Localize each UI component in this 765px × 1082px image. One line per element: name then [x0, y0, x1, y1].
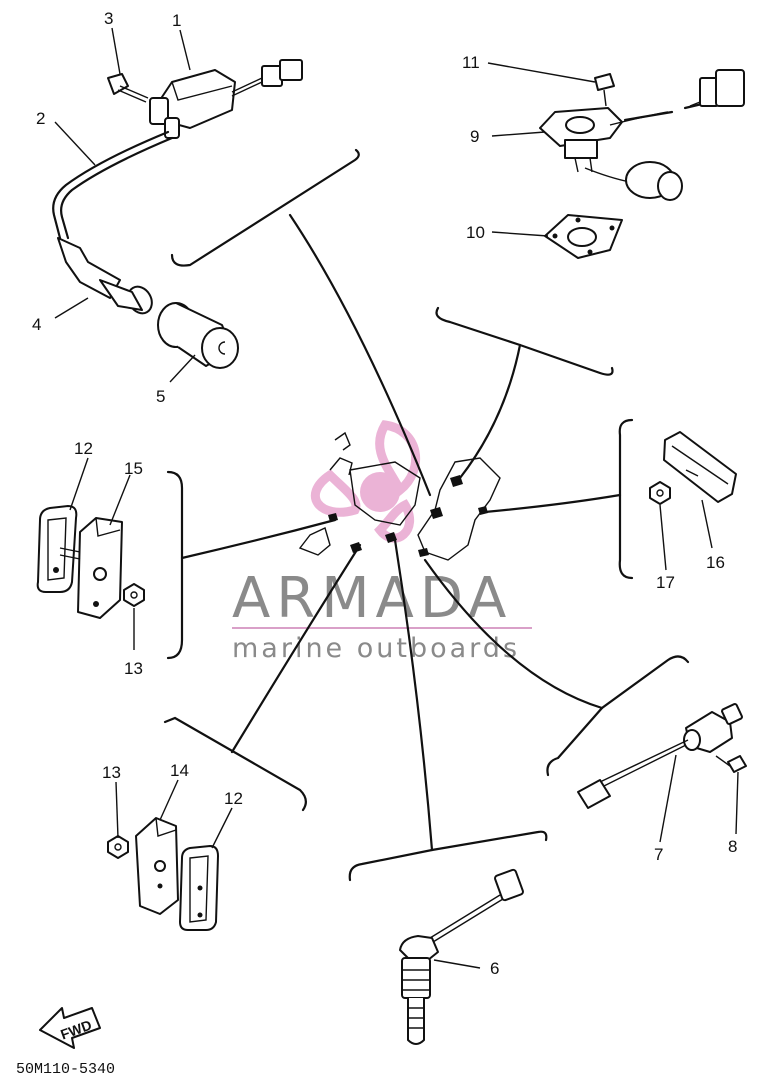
leader-lines	[54, 27, 739, 969]
nut-13-left	[123, 583, 145, 607]
screw-8	[715, 755, 747, 773]
part-label-4: 4	[32, 315, 41, 334]
part-label-12-left: 12	[74, 439, 93, 458]
part-label-5: 5	[156, 387, 165, 406]
part-label-2: 2	[36, 109, 45, 128]
part-label-12-bottom: 12	[224, 789, 243, 808]
engine-outline	[298, 431, 501, 561]
part-label-16: 16	[706, 553, 725, 572]
part-label-10: 10	[466, 223, 485, 242]
bracket-15	[59, 517, 123, 619]
gasket-12-left	[36, 505, 78, 593]
gasket-12-bottom	[179, 845, 219, 931]
gasket-10	[544, 214, 623, 259]
part-label-13-bottom: 13	[102, 763, 121, 782]
part-label-7: 7	[654, 845, 663, 864]
fwd-arrow: FWD	[39, 1007, 101, 1049]
plug-cover-5	[157, 302, 239, 369]
part-label-8: 8	[728, 837, 737, 856]
switch-6	[399, 868, 524, 1045]
nut-17	[649, 481, 671, 505]
watermark-tagline: marine outboards	[232, 633, 520, 664]
armada-logo	[310, 420, 420, 543]
sensor-9	[539, 69, 745, 201]
part-label-1: 1	[172, 11, 181, 30]
part-label-11: 11	[462, 53, 480, 72]
part-label-9: 9	[470, 127, 479, 146]
high-tension-lead	[52, 130, 174, 240]
plate-16	[663, 431, 737, 503]
sensor-7	[577, 703, 743, 809]
ignition-coil	[149, 59, 303, 139]
watermark-brand: ARMADA	[232, 566, 512, 631]
part-label-17: 17	[656, 573, 675, 592]
part-label-13-left: 13	[124, 659, 143, 678]
plug-cap-4	[57, 237, 153, 315]
part-label-14: 14	[170, 761, 189, 780]
screw-11	[594, 73, 615, 107]
diagram-code: 50M110-5340	[16, 1061, 115, 1078]
nut-13-bottom	[107, 835, 129, 859]
group-brackets	[163, 148, 690, 882]
part-label-3: 3	[104, 9, 113, 28]
bolt-3	[107, 73, 149, 103]
part-label-15: 15	[124, 459, 143, 478]
part-label-6: 6	[490, 959, 499, 978]
bracket-14	[135, 817, 179, 915]
